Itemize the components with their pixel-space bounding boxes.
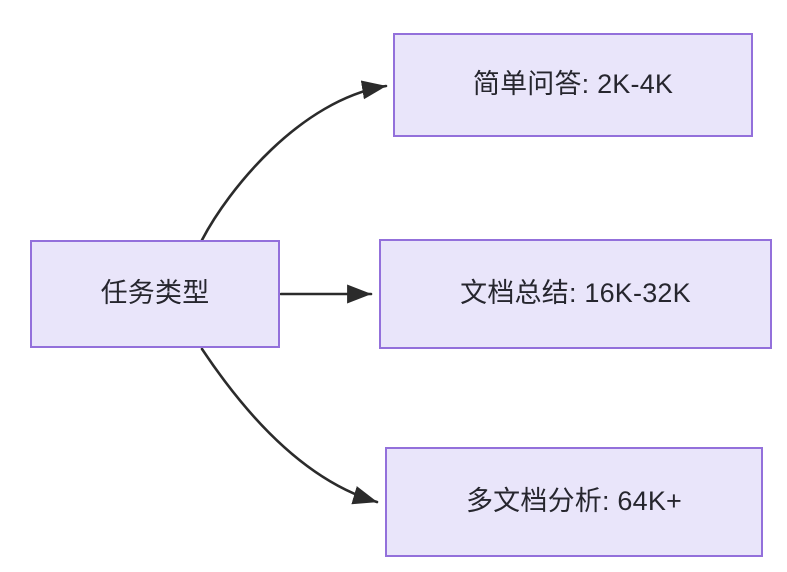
node-task-type-label: 任务类型: [100, 278, 210, 309]
node-simple-qa[interactable]: 简单问答: 2K-4K: [393, 33, 753, 137]
node-simple-qa-label: 简单问答: 2K-4K: [472, 69, 674, 100]
node-task-type[interactable]: 任务类型: [30, 240, 280, 348]
node-multi-doc-label: 多文档分析: 64K+: [465, 486, 682, 517]
edge-root-to-multi-doc: [200, 347, 379, 505]
edge-root-to-simple-qa: [200, 80, 388, 242]
node-doc-summary-label: 文档总结: 16K-32K: [460, 278, 691, 309]
node-multi-doc[interactable]: 多文档分析: 64K+: [385, 447, 763, 557]
node-doc-summary[interactable]: 文档总结: 16K-32K: [379, 239, 772, 349]
